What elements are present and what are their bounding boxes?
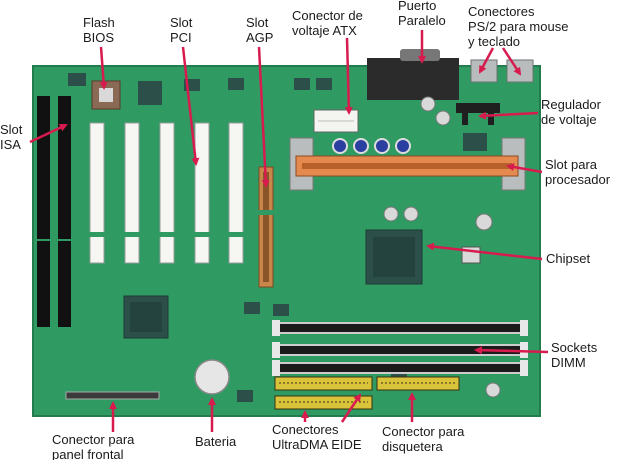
dimm-sockets [272,320,528,376]
arrow-eide-right [340,393,362,423]
pci-slot [159,122,175,264]
eide-connectors [274,376,373,410]
voltage-regulator [456,103,500,125]
label-conector-panel-frontal: Conector para panel frontal [52,432,135,460]
arrow-regulador [478,111,539,120]
label-sockets-dimm: Sockets DIMM [551,340,598,370]
capacitors [332,96,501,398]
arrow-ps2-right [501,47,522,76]
arrow-dimm [474,346,549,355]
label-slot-agp: Slot AGP [246,15,274,45]
pci-slots [88,122,245,264]
label-regulador-voltaje: Regulador de voltaje [541,97,601,127]
isa-slot [37,241,50,327]
pci-slot [228,122,244,264]
label-slot-isa: Slot ISA [0,122,23,152]
cmos-battery [194,359,230,395]
arrow-isa [29,123,68,144]
isa-slots [37,96,71,327]
pci-slot [124,122,140,264]
pci-slot [194,122,210,264]
arrow-atx [344,37,353,115]
motherboard-pcb [32,65,541,417]
label-bateria: Bateria [195,434,237,449]
label-conectores-ps2: Conectores PS/2 para mouse y teclado [468,4,569,49]
label-conectores-eide: Conectores UltraDMA EIDE [272,422,362,452]
floppy-connector [376,376,460,391]
arrow-agp [257,46,270,188]
label-arrows [29,30,549,432]
label-chipset: Chipset [546,251,591,266]
pci-slot [89,122,105,264]
processor-slot [289,137,526,191]
isa-slot [58,241,71,327]
arrow-procesador [506,163,543,174]
label-conector-atx: Conector de voltaje ATX [292,8,363,38]
flash-bios-chip [91,80,121,110]
atx-power-connector [313,109,359,133]
arrow-ps2-left [478,47,495,74]
chipset-chip [365,229,423,285]
arrow-pci [181,46,200,166]
isa-slot [58,96,71,239]
label-conector-disquetera: Conector para disquetera [382,424,465,454]
isa-slot [37,96,50,239]
label-flash-bios: Flash BIOS [83,15,115,45]
arrow-chipset [426,242,543,261]
label-slot-pci: Slot PCI [170,15,193,45]
parallel-port [367,49,459,100]
front-panel-connector [65,391,160,400]
label-puerto-paralelo: Puerto Paralelo [398,0,446,28]
arrow-flash-bios [99,46,108,90]
label-slot-procesador: Slot para procesador [545,157,611,187]
